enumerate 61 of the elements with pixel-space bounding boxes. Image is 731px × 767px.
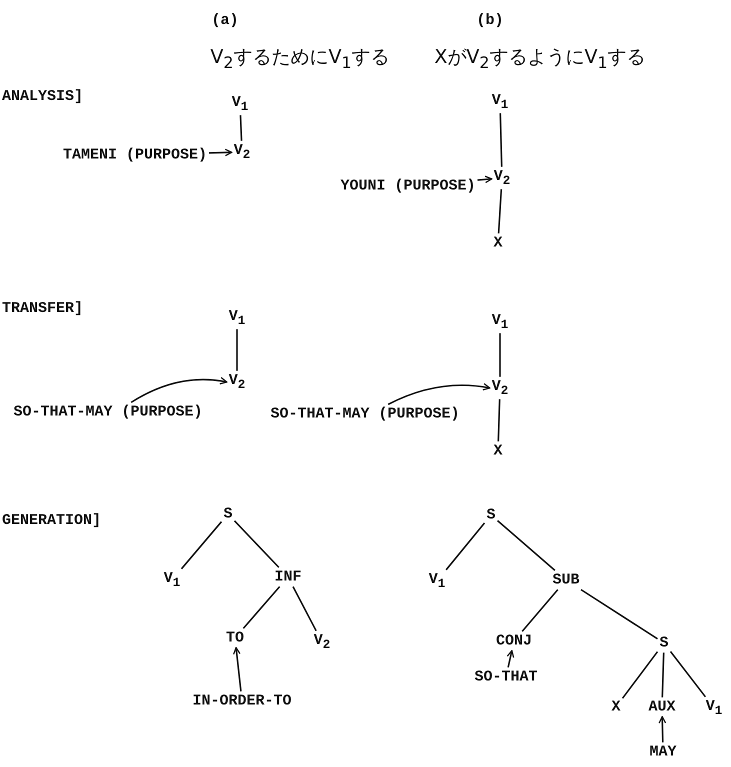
tree-branch-line bbox=[242, 586, 280, 629]
tree-node-label: S bbox=[224, 505, 232, 523]
tree-branch-line bbox=[236, 329, 238, 371]
tree-node-label: INF bbox=[274, 568, 302, 586]
panel-label: (a) bbox=[212, 12, 238, 29]
tree-branch-line bbox=[580, 588, 658, 640]
tree-node-label: X bbox=[494, 442, 502, 460]
arrow bbox=[388, 383, 490, 406]
tree-node-label: SO-THAT-MAY (PURPOSE) bbox=[13, 403, 203, 421]
tree-branch-line bbox=[292, 586, 317, 632]
panel-label: (b) bbox=[476, 12, 504, 29]
tree-node-label: X bbox=[612, 698, 620, 716]
tree-branch-line bbox=[499, 333, 501, 377]
stage-heading: TRANSFER] bbox=[2, 300, 84, 317]
tree-branch-line bbox=[234, 520, 280, 568]
tree-node-label: V$_{1}$ bbox=[492, 312, 508, 332]
arrow bbox=[477, 176, 492, 184]
arrow bbox=[130, 377, 228, 404]
tree-node-label: SO-THAT bbox=[474, 668, 538, 686]
tree-branch-line bbox=[240, 115, 242, 141]
tree-node-label: IN-ORDER-TO bbox=[192, 692, 292, 710]
tree-branch-line bbox=[670, 650, 706, 698]
tree-branch-line bbox=[498, 189, 502, 234]
tree-branch-line bbox=[522, 589, 558, 632]
tree-branch-line bbox=[180, 521, 222, 570]
tree-node-label: V$_{2}$ bbox=[494, 168, 510, 188]
tree-node-label: V$_{1}$ bbox=[492, 92, 508, 112]
tree-node-label: V$_{1}$ bbox=[228, 308, 246, 328]
tree-node-label: SUB bbox=[552, 571, 580, 589]
arrow bbox=[658, 716, 666, 742]
arrow bbox=[232, 646, 242, 692]
tree-branch-line bbox=[498, 399, 500, 442]
tree-node-label: V$_{2}$ bbox=[492, 378, 508, 398]
tree-branch-line bbox=[500, 113, 502, 167]
tree-node-label: MAY bbox=[650, 743, 676, 761]
tree-node-label: V$_{1}$ bbox=[706, 698, 722, 718]
tree-node-label: TAMENI (PURPOSE) bbox=[62, 146, 208, 164]
tree-node-label: V$_{2}$ bbox=[314, 632, 330, 652]
tree-branch-line bbox=[622, 651, 658, 699]
tree-node-label: X bbox=[494, 234, 502, 252]
tree-node-label: V$_{1}$ bbox=[428, 570, 446, 592]
japanese-sentence: V$_{2}$するためにV$_{1}$する bbox=[210, 45, 390, 72]
tree-node-label: YOUNI (PURPOSE) bbox=[340, 177, 476, 195]
arrow bbox=[506, 650, 514, 668]
tree-node-label: V$_{2}$ bbox=[234, 142, 250, 162]
tree-node-label: CONJ bbox=[496, 632, 532, 650]
arrow bbox=[209, 148, 232, 156]
tree-node-label: S bbox=[486, 506, 496, 524]
tree-branch-line bbox=[662, 652, 664, 698]
tree-branch-line bbox=[496, 520, 556, 571]
tree-node-label: V$_{1}$ bbox=[164, 570, 180, 590]
tree-node-label: S bbox=[660, 634, 668, 652]
tree-node-label: V$_{1}$ bbox=[232, 94, 248, 114]
stage-heading: ANALYSIS] bbox=[2, 88, 84, 105]
tree-branch-line bbox=[446, 522, 486, 570]
stage-heading: GENERATION] bbox=[2, 512, 102, 529]
tree-node-label: AUX bbox=[648, 698, 676, 716]
tree-node-label: TO bbox=[226, 629, 244, 647]
japanese-sentence: XがV$_{2}$するようにV$_{1}$する bbox=[434, 45, 646, 72]
tree-node-label: SO-THAT-MAY (PURPOSE) bbox=[270, 405, 460, 423]
tree-node-label: V$_{2}$ bbox=[228, 372, 246, 392]
